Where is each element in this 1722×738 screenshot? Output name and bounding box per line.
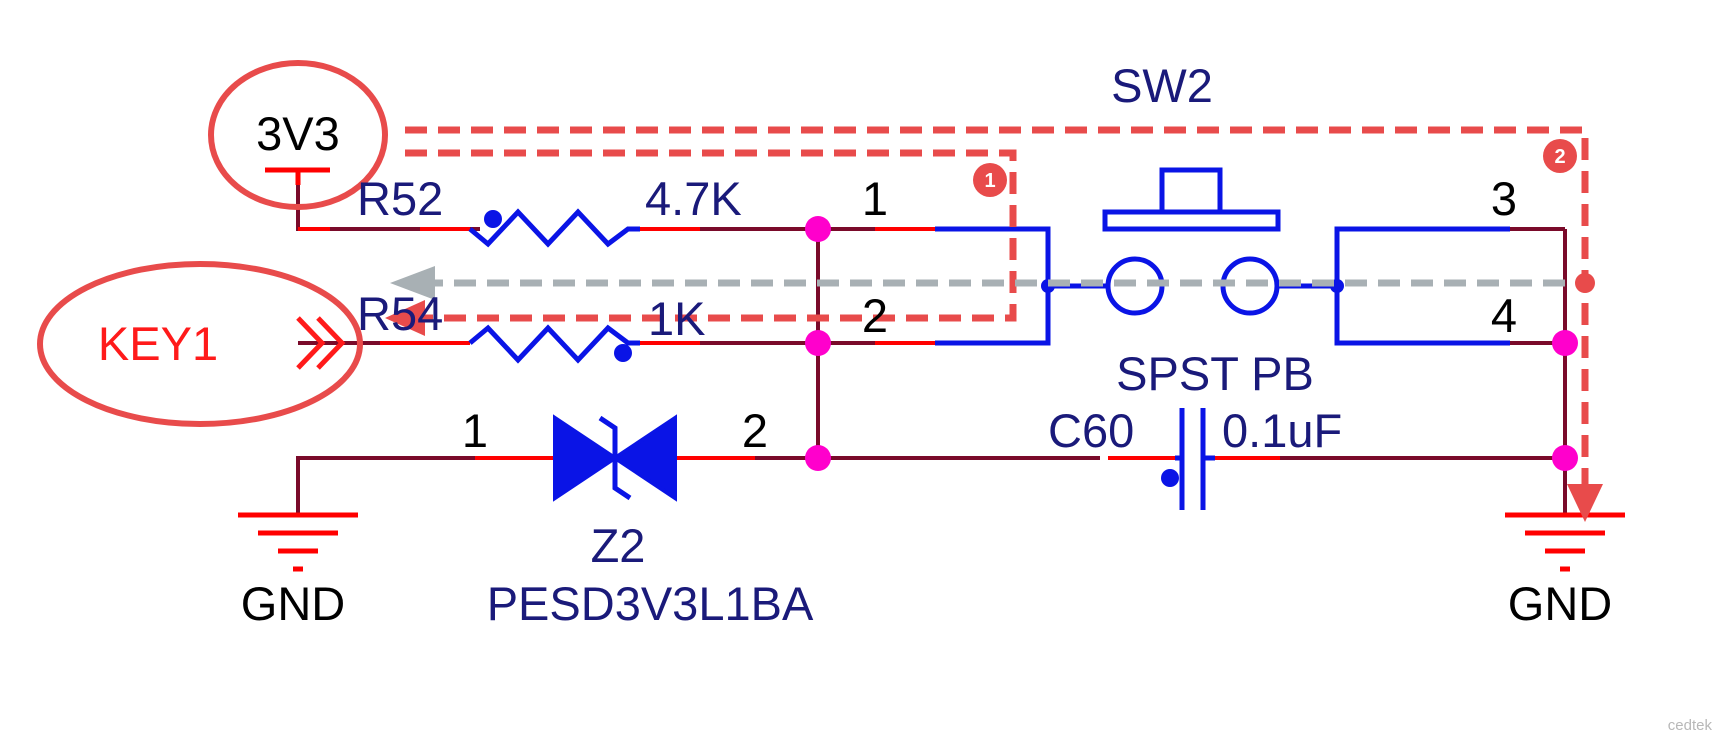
junction-dot bbox=[1552, 330, 1578, 356]
ground-symbol-left bbox=[238, 512, 358, 572]
svg-text:2: 2 bbox=[1554, 146, 1565, 168]
z2-pin1-label: 1 bbox=[462, 404, 488, 457]
highlight-key1 bbox=[37, 261, 363, 427]
current-path-1 bbox=[385, 149, 1017, 336]
junctions bbox=[805, 216, 1578, 471]
current-path-2 bbox=[405, 126, 1603, 522]
ground-symbol-right bbox=[1505, 512, 1625, 572]
capacitor-c60 bbox=[1161, 408, 1215, 510]
sw2-pin2-label: 2 bbox=[862, 289, 888, 342]
highlight-3v3 bbox=[208, 60, 388, 210]
z2-pin2-label: 2 bbox=[742, 404, 768, 457]
r54-pin1-dot bbox=[614, 344, 632, 362]
net-key1-label: KEY1 bbox=[98, 317, 218, 370]
junction-dot bbox=[805, 445, 831, 471]
tvs-diode-z2 bbox=[553, 414, 677, 502]
marker-badge-1: 1 bbox=[973, 163, 1007, 197]
wires bbox=[296, 185, 1567, 515]
gnd-right-label: GND bbox=[1508, 577, 1612, 630]
net-3v3-label: 3V3 bbox=[256, 107, 340, 160]
c60-ref-label: C60 bbox=[1048, 404, 1134, 457]
junction-dot bbox=[805, 216, 831, 242]
z2-ref-label: Z2 bbox=[591, 519, 646, 572]
watermark: cedtek bbox=[1668, 717, 1713, 734]
sw2-pin3-label: 3 bbox=[1491, 172, 1517, 225]
z2-part-label: PESD3V3L1BA bbox=[487, 577, 814, 630]
r54-value-label: 1K bbox=[648, 292, 706, 345]
marker-badge-2: 2 bbox=[1543, 139, 1577, 173]
svg-text:1: 1 bbox=[984, 170, 995, 192]
c60-value-label: 0.1uF bbox=[1222, 404, 1342, 457]
gnd-left-label: GND bbox=[241, 577, 345, 630]
r52-pin1-dot bbox=[484, 210, 502, 228]
sw2-pin1-label: 1 bbox=[862, 172, 888, 225]
junction-dot bbox=[805, 330, 831, 356]
resistor-r54 bbox=[468, 324, 640, 364]
power-3v3-symbol bbox=[265, 167, 330, 185]
r52-value-label: 4.7K bbox=[645, 172, 742, 225]
r52-ref-label: R52 bbox=[357, 172, 443, 225]
current-path-return bbox=[390, 266, 1595, 300]
junction-dot bbox=[1552, 445, 1578, 471]
labels: 3V3 KEY1 R52 4.7K R54 1K SW2 SPST PB 1 2… bbox=[98, 59, 1713, 734]
key1-port-symbol bbox=[296, 316, 346, 370]
resistor-r52 bbox=[468, 208, 640, 248]
pin-stubs bbox=[298, 227, 1510, 460]
r54-ref-label: R54 bbox=[357, 287, 443, 340]
sw2-pin4-label: 4 bbox=[1491, 289, 1517, 342]
sw2-type-label: SPST PB bbox=[1116, 347, 1314, 400]
sw2-ref-label: SW2 bbox=[1111, 59, 1213, 112]
switch-sw2 bbox=[935, 167, 1510, 346]
